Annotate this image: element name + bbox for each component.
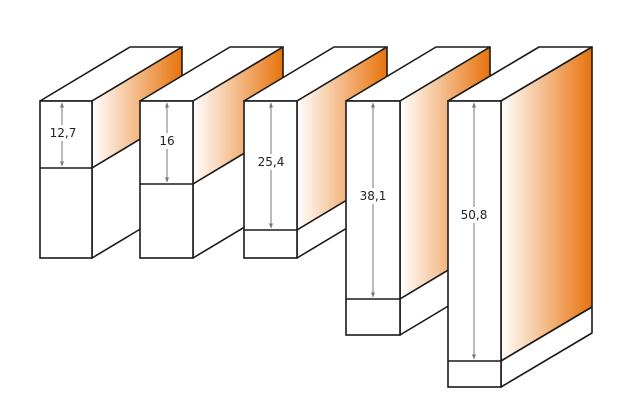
- block-1-dimension-label: 12,7: [50, 126, 77, 140]
- block-3-dimension-label: 25,4: [258, 155, 285, 169]
- block-3-label-bg: [254, 154, 288, 170]
- block-2-dimension-label: 16: [159, 134, 174, 148]
- block-4-dimension-label: 38,1: [360, 189, 387, 203]
- block-4-label-bg: [356, 188, 390, 204]
- block-1-label-bg: [48, 125, 78, 141]
- block-5: 50,8: [447, 46, 593, 388]
- block-5-cutting-side-face: [500, 46, 593, 362]
- block-2-label-bg: [156, 133, 178, 149]
- block-5-label-bg: [457, 207, 491, 223]
- block-1-front-face: [39, 100, 93, 259]
- block-5-dimension-label: 50,8: [461, 208, 488, 222]
